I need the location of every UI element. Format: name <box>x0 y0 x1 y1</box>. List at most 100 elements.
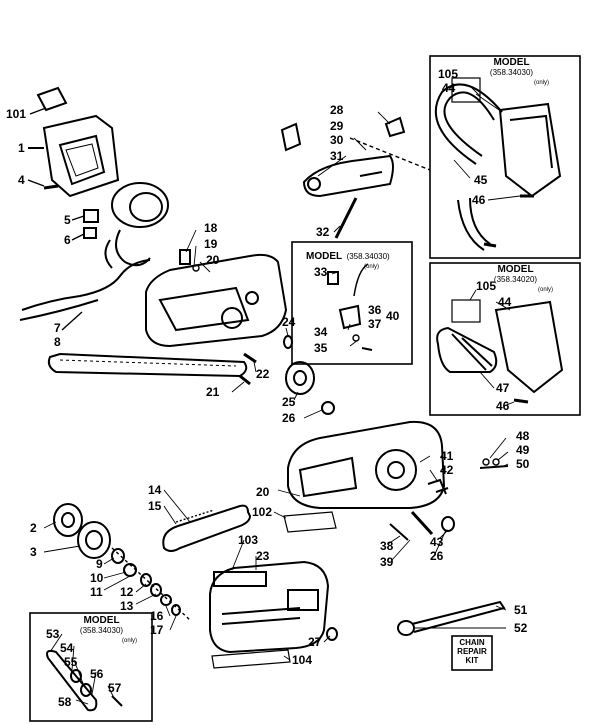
part-label-26b: 26 <box>430 549 444 563</box>
part-label-41: 41 <box>440 449 454 463</box>
part-label-16: 16 <box>150 609 164 623</box>
part-label-33: 33 <box>314 265 328 279</box>
model-label-top-right: MODEL (358.34030) (only) <box>474 58 549 88</box>
part-label-31: 31 <box>330 149 344 163</box>
part-label-13: 13 <box>120 599 134 613</box>
part-label-3: 3 <box>30 545 37 559</box>
part-label-15: 15 <box>148 499 162 513</box>
model-label-mid-right: MODEL (358.34020) (only) <box>478 265 553 295</box>
part-label-55: 55 <box>64 655 78 669</box>
model-box-center <box>291 241 413 365</box>
model-title: MODEL <box>83 615 120 626</box>
model-title: MODEL <box>493 57 530 68</box>
part-label-56: 56 <box>90 667 104 681</box>
part-label-104: 104 <box>292 653 313 667</box>
part-label-50: 50 <box>516 457 530 471</box>
part-label-49: 49 <box>516 443 530 457</box>
part-label-47: 47 <box>496 381 510 395</box>
part-label-35: 35 <box>314 341 328 355</box>
kit-line3: KIT <box>465 656 479 665</box>
part-label-40: 40 <box>386 309 400 323</box>
part-label-37: 37 <box>368 317 382 331</box>
model-number: (358.34030) <box>489 68 534 77</box>
part-label-58: 58 <box>58 695 72 709</box>
part-label-24: 24 <box>282 315 296 329</box>
part-label-32: 32 <box>316 225 330 239</box>
part-label-105a: 105 <box>438 67 459 81</box>
part-label-45: 45 <box>474 173 488 187</box>
part-label-39: 39 <box>380 555 394 569</box>
part-label-12: 12 <box>120 585 134 599</box>
model-box-mid-right <box>429 262 581 416</box>
lower-housing-part <box>287 420 446 509</box>
part-label-57: 57 <box>108 681 122 695</box>
part-label-36: 36 <box>368 303 382 317</box>
model-title: MODEL <box>306 251 343 262</box>
part-label-44a: 44 <box>442 81 456 95</box>
model-note: (only) <box>364 264 380 270</box>
part-label-6: 6 <box>64 233 71 247</box>
model-box-top-right <box>429 55 581 259</box>
part-label-105b: 105 <box>476 279 497 293</box>
part-label-51: 51 <box>514 603 528 617</box>
main-housing-part <box>145 253 288 348</box>
kit-line2: REPAIR <box>457 647 487 656</box>
part-label-46b: 46 <box>496 399 510 413</box>
model-label-center: MODEL (358.34030) (only) <box>306 250 390 272</box>
part-label-20b: 20 <box>256 485 270 499</box>
part-label-23: 23 <box>256 549 270 563</box>
part-label-54: 54 <box>60 641 74 655</box>
clutch-drum-part <box>53 503 111 559</box>
part-label-46a: 46 <box>472 193 486 207</box>
part-label-42: 42 <box>440 463 454 477</box>
part-label-102: 102 <box>252 505 273 519</box>
part-label-7: 7 <box>54 321 61 335</box>
model-number: (358.34030) <box>79 626 124 635</box>
kit-line1: CHAIN <box>459 638 485 647</box>
model-note: (only) <box>122 638 138 644</box>
cap-101-part <box>36 86 68 112</box>
part-label-101: 101 <box>6 107 27 121</box>
part-label-19: 19 <box>204 237 218 251</box>
part-label-10: 10 <box>90 571 104 585</box>
chain-cover-part <box>209 560 330 654</box>
part-label-34: 34 <box>314 325 328 339</box>
part-label-28: 28 <box>330 103 344 117</box>
part-label-38: 38 <box>380 539 394 553</box>
part-label-43: 43 <box>430 535 444 549</box>
model-title: MODEL <box>497 264 534 275</box>
model-box-bottom-left <box>29 612 153 722</box>
motor-housing-part <box>28 114 120 198</box>
model-number: (358.34030) <box>346 252 390 261</box>
part-label-53: 53 <box>46 627 60 641</box>
part-label-8: 8 <box>54 335 61 349</box>
part-label-44b: 44 <box>498 295 512 309</box>
part-label-29: 29 <box>330 119 344 133</box>
front-handle-part <box>434 83 503 251</box>
model-note: (only) <box>534 80 550 86</box>
sprocket-part <box>285 361 315 395</box>
part-label-21: 21 <box>206 385 220 399</box>
hand-guard-part <box>498 102 562 198</box>
part-label-5: 5 <box>64 213 71 227</box>
part-label-103: 103 <box>238 533 259 547</box>
part-label-27: 27 <box>308 635 322 649</box>
grip-part <box>436 326 498 373</box>
part-label-14: 14 <box>148 483 162 497</box>
guide-bar-part <box>162 504 252 552</box>
power-cord-part <box>21 259 151 311</box>
part-label-4: 4 <box>18 173 25 187</box>
part-label-52: 52 <box>514 621 528 635</box>
part-label-2: 2 <box>30 521 37 535</box>
part-label-30: 30 <box>330 133 344 147</box>
part-label-9: 9 <box>96 557 103 571</box>
part-label-20: 20 <box>206 253 220 267</box>
motor-part <box>104 182 169 269</box>
model-note: (only) <box>538 287 554 293</box>
part-label-18: 18 <box>204 221 218 235</box>
part-label-25: 25 <box>282 395 296 409</box>
part-label-26: 26 <box>282 411 296 425</box>
handle-assembly-part <box>302 154 394 198</box>
